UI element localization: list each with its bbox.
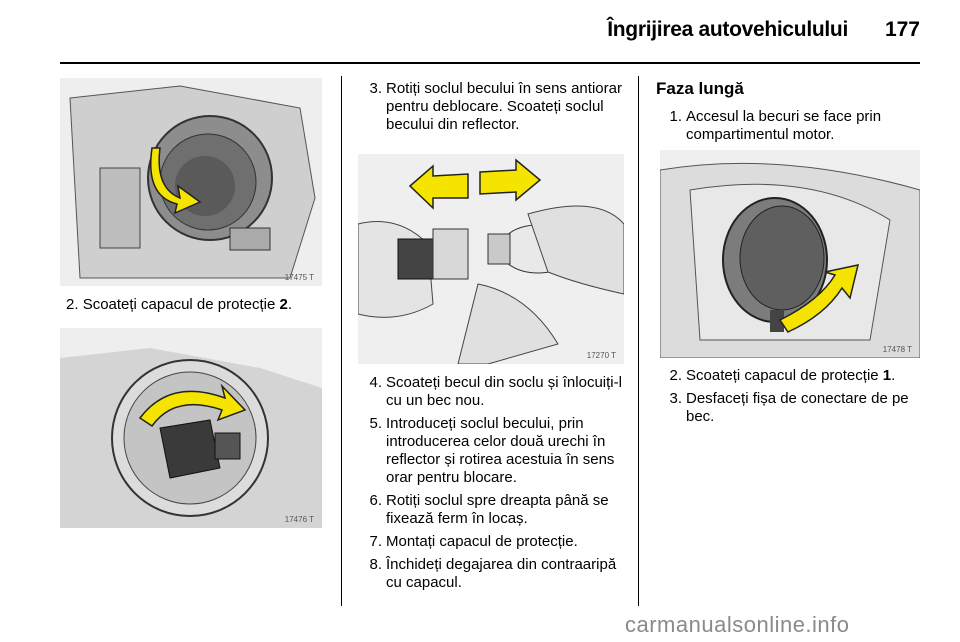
- rotate-arrow-icon: [778, 264, 860, 333]
- figure-high-beam-cover: 17478 T: [660, 150, 920, 358]
- page-title: Îngrijirea autovehiculului: [607, 18, 848, 41]
- header-rule: [60, 62, 920, 64]
- figure-bulb-replacement: 17270 T: [358, 154, 624, 364]
- column-divider-2: [638, 76, 639, 606]
- step-2-caption: 2. Scoateți capacul de protecție 2.: [66, 296, 336, 314]
- figure-number: 17475 T: [284, 273, 314, 282]
- figure-number: 17478 T: [882, 345, 912, 354]
- page-number: 177: [884, 18, 920, 41]
- arrow-right-icon: [479, 158, 542, 202]
- list-item: 1.Accesul la becuri se face prin compart…: [660, 108, 922, 144]
- figure-number: 17476 T: [284, 515, 314, 524]
- step-end: .: [891, 367, 896, 384]
- list-item: 3.Rotiți soclul becului în sens antiorar…: [360, 80, 622, 134]
- list-item: 3.Desfaceți fișa de conectare de pe bec.: [660, 390, 926, 426]
- step-bold-ref: 1: [882, 367, 892, 384]
- watermark[interactable]: carmanualsonline.info: [625, 612, 850, 637]
- arrow-left-icon: [408, 164, 469, 210]
- step-number: 3.: [369, 80, 382, 97]
- step-number: 1.: [669, 108, 682, 125]
- step-text: Închideți degajarea din contraaripă cu c…: [386, 556, 617, 591]
- step-text: Desfaceți fișa de conectare de pe bec.: [686, 390, 909, 425]
- steps-list-top: 3.Rotiți soclul becului în sens antiorar…: [360, 80, 622, 139]
- list-item: 2.Scoateți capacul de protecție 1.: [660, 367, 926, 385]
- list-item: 5.Introduceți soclul becului, prin intro…: [360, 415, 622, 487]
- step-text: Scoateți capacul de protecție: [82, 296, 280, 313]
- step-number: 2.: [66, 296, 79, 313]
- step-number: 3.: [669, 390, 682, 407]
- step-text: Rotiți soclul spre dreapta până se fixea…: [386, 492, 609, 527]
- step-text: Rotiți soclul becului în sens antiorar p…: [386, 80, 622, 133]
- step-text: Montați capacul de protecție.: [386, 533, 578, 550]
- step-bold-ref: 2: [279, 296, 288, 313]
- list-item: 7.Montați capacul de protecție.: [360, 533, 622, 551]
- rotate-arrow-icon: [150, 147, 202, 215]
- steps-list-bottom: 4.Scoateți becul din soclu și înlocuiți-…: [360, 374, 622, 597]
- list-item: 8.Închideți degajarea din contraaripă cu…: [360, 556, 622, 592]
- figure-headlamp-cover: 17475 T: [60, 78, 322, 286]
- list-item: 4.Scoateți becul din soclu și înlocuiți-…: [360, 374, 622, 410]
- step-text: Scoateți becul din soclu și înlocuiți-l …: [386, 374, 622, 409]
- step-text: Scoateți capacul de protecție: [686, 367, 883, 384]
- steps-list-col3-top: 1.Accesul la becuri se face prin compart…: [660, 108, 922, 149]
- step-text: Introduceți soclul becului, prin introdu…: [386, 415, 615, 486]
- section-heading: Faza lungă: [656, 79, 744, 98]
- rotate-arrow-icon: [138, 383, 247, 428]
- step-number: 2.: [669, 367, 682, 384]
- figure-number: 17270 T: [586, 351, 616, 360]
- steps-list-col3-bottom: 2.Scoateți capacul de protecție 1. 3.Des…: [660, 367, 926, 431]
- step-number: 8.: [369, 556, 382, 573]
- step-end: .: [287, 296, 292, 313]
- step-number: 6.: [369, 492, 382, 509]
- step-number: 4.: [369, 374, 382, 391]
- step-text: Accesul la becuri se face prin compartim…: [686, 108, 882, 143]
- figure-bulb-socket: 17476 T: [60, 328, 322, 528]
- list-item: 6.Rotiți soclul spre dreapta până se fix…: [360, 492, 622, 528]
- column-divider-1: [341, 76, 342, 606]
- step-number: 7.: [369, 533, 382, 550]
- step-number: 5.: [369, 415, 382, 432]
